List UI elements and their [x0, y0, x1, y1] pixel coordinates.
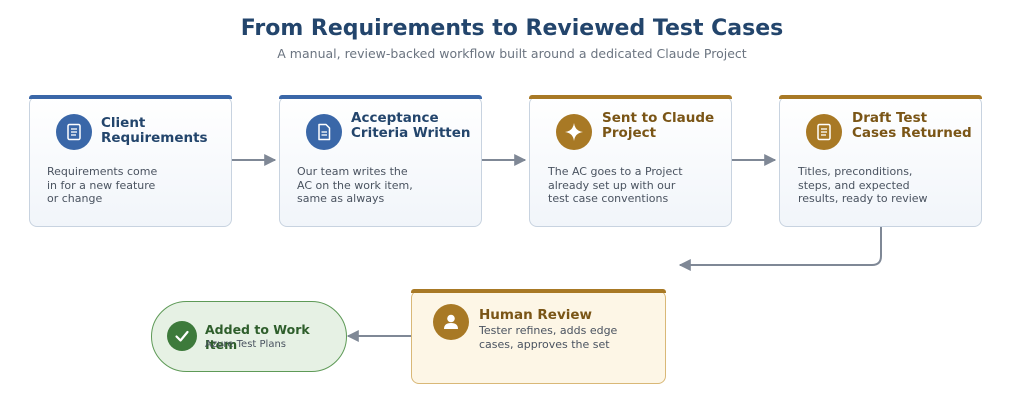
step-title-line: Project — [602, 125, 657, 141]
checkmark-icon — [167, 321, 197, 351]
card-accent-bar — [779, 95, 982, 99]
step-description-line: test case conventions — [548, 192, 669, 205]
diagram-title: From Requirements to Reviewed Test Cases — [240, 16, 784, 41]
diagram-subtitle: A manual, review-backed workflow built a… — [277, 46, 747, 61]
sparkle-icon — [556, 114, 592, 150]
step-title-line: Acceptance — [351, 110, 439, 126]
document-list-icon — [806, 114, 842, 150]
step-card-client-requirements: Client Requirements Requirements come in… — [29, 95, 232, 227]
step-description-line: Titles, preconditions, — [798, 165, 913, 178]
arrow-step4-to-review — [678, 227, 882, 271]
card-accent-bar — [279, 95, 482, 99]
card-accent-bar — [411, 289, 666, 293]
step-title: Sent to Claude Project — [602, 111, 714, 141]
step-description-line: results, ready to review — [798, 192, 928, 205]
step-description: Requirements come in for a new feature o… — [47, 165, 157, 206]
step-title-line: Sent to Claude — [602, 110, 715, 126]
person-icon — [433, 304, 469, 340]
step-title-line: Draft Test — [852, 110, 928, 126]
step-description-line: already set up with our — [548, 178, 676, 192]
document-icon — [306, 114, 342, 150]
step-description: Titles, preconditions, steps, and expect… — [798, 165, 928, 206]
end-node-added-to-work-item: Added to Work Item Azure Test Plans — [151, 301, 347, 372]
step-title-line: Cases Returned — [852, 125, 972, 141]
step-description-line: same as always — [297, 192, 385, 205]
review-description-line: Tester refines, adds edge — [479, 324, 618, 337]
card-accent-bar — [29, 95, 232, 99]
step-card-human-review: Human Review Tester refines, adds edge c… — [411, 289, 666, 384]
step-title-line: Client — [101, 115, 146, 131]
step-title: Draft Test Cases Returned — [852, 111, 972, 141]
step-description-line: steps, and expected — [798, 178, 910, 192]
step-card-sent-to-claude: Sent to Claude Project The AC goes to a … — [529, 95, 732, 227]
review-description: Tester refines, adds edge cases, approve… — [479, 324, 617, 351]
end-node-subtitle: Azure Test Plans — [205, 339, 287, 350]
review-description-line: cases, approves the set — [479, 337, 610, 351]
document-list-icon — [56, 114, 92, 150]
step-description-line: in for a new feature — [47, 178, 156, 192]
step-title: Acceptance Criteria Written — [351, 111, 471, 141]
step-description-line: AC on the work item, — [297, 178, 413, 192]
step-description-line: or change — [47, 192, 103, 205]
step-card-acceptance-criteria: Acceptance Criteria Written Our team wri… — [279, 95, 482, 227]
step-description-line: Our team writes the — [297, 165, 408, 178]
step-title-line: Requirements — [101, 130, 208, 146]
card-accent-bar — [529, 95, 732, 99]
step-card-draft-test-cases: Draft Test Cases Returned Titles, precon… — [779, 95, 982, 227]
end-node-title: Added to Work Item — [205, 322, 310, 352]
review-title: Human Review — [479, 307, 593, 323]
step-description: The AC goes to a Project already set up … — [548, 165, 683, 206]
step-title-line: Criteria Written — [351, 125, 471, 141]
step-description: Our team writes the AC on the work item,… — [297, 165, 413, 206]
step-description-line: The AC goes to a Project — [548, 165, 683, 178]
step-title: Client Requirements — [101, 116, 208, 146]
step-description-line: Requirements come — [47, 165, 158, 178]
